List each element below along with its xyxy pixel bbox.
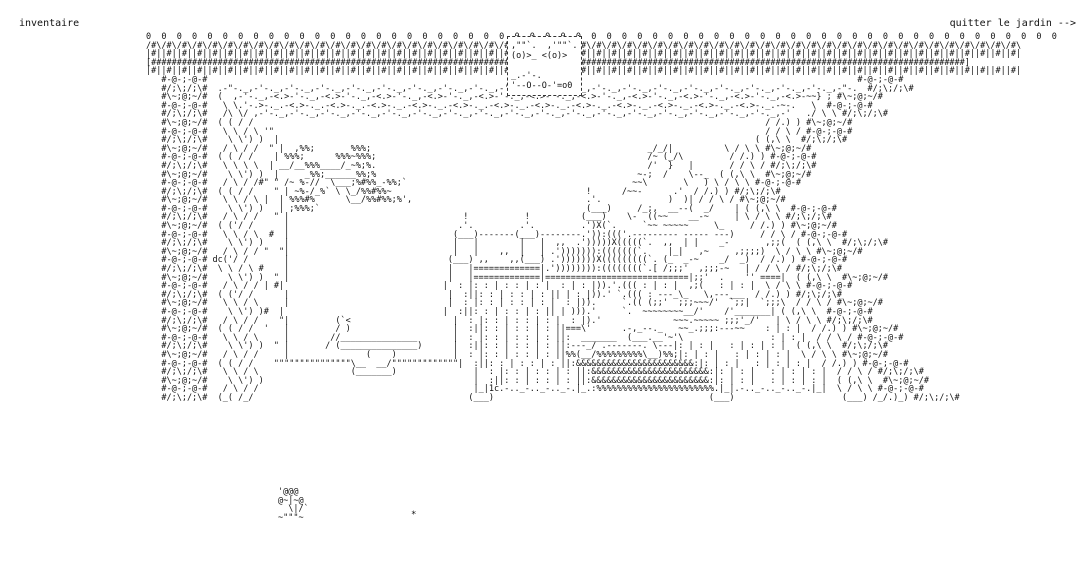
inventory-link[interactable]: inventaire xyxy=(19,18,80,29)
owl-box[interactable]: ,""`. ,'""`. (o)>_ <(o)> _.-'-. '--O--O-… xyxy=(507,36,582,96)
garden-ascii-scene: 0 0 0 0 0 0 0 0 0 0 0 0 0 0 0 0 0 0 0 0 … xyxy=(146,32,1057,403)
bird-ascii-art[interactable]: '@@@ @~|~@ \|/` ~"""~ xyxy=(278,487,309,523)
quit-garden-link[interactable]: quitter le jardin --> xyxy=(949,18,1076,29)
star-icon: * xyxy=(411,510,417,520)
owl-ascii-art: ,""`. ,'""`. (o)>_ <(o)> _.-'-. '--O--O-… xyxy=(511,41,578,91)
